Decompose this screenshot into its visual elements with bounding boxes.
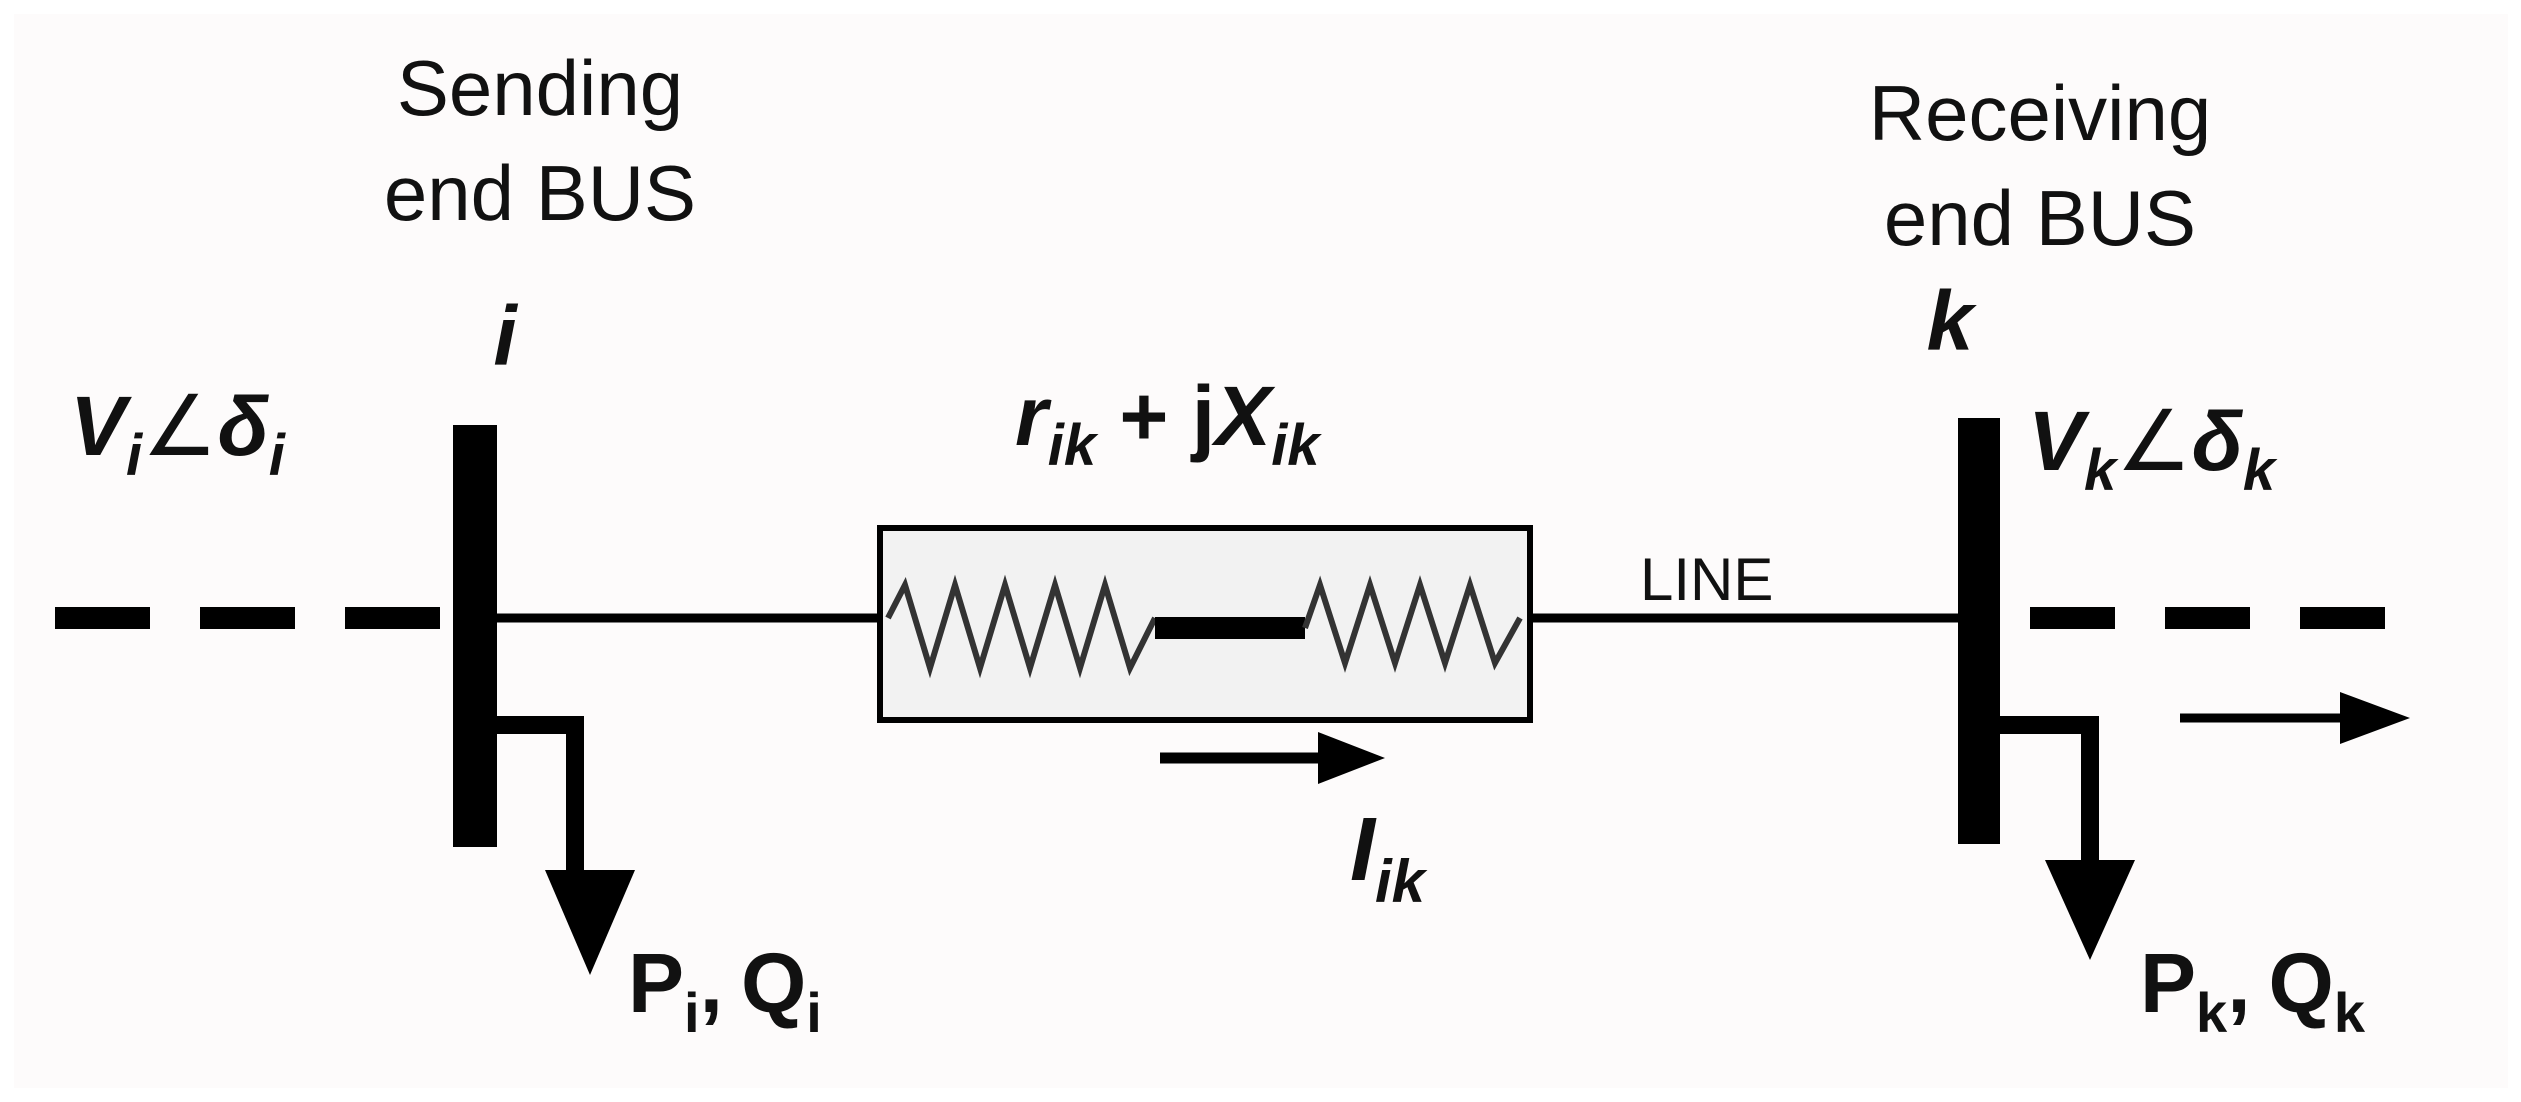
sending-voltage-symbol: V — [70, 379, 132, 473]
receiving-bus-index: k — [1927, 274, 1978, 368]
receiving-angle-symbol: ∠ — [2116, 394, 2191, 488]
receiving-power-q-sub: k — [2334, 981, 2366, 1044]
sending-delta-sub: i — [269, 423, 287, 488]
resistor-coil-left — [885, 574, 1158, 679]
current-symbol: I — [1350, 800, 1377, 900]
sending-bus-bar — [453, 425, 497, 847]
sending-delta-symbol: δ — [217, 379, 269, 473]
sending-title-line2: end BUS — [384, 149, 696, 237]
sending-power-p-sub: i — [684, 981, 700, 1044]
receiving-title-line2: end BUS — [1884, 174, 2196, 262]
sending-voltage-sub: i — [126, 423, 144, 488]
sending-load-connector — [497, 716, 584, 895]
impedance-plus-j: + j — [1096, 369, 1215, 463]
sending-power-q-sub: i — [806, 981, 822, 1044]
sending-power-q: Q — [741, 936, 806, 1030]
sending-angle-symbol: ∠ — [142, 379, 217, 473]
sending-title-line1: Sending — [397, 44, 683, 132]
sending-bus-index: i — [493, 289, 518, 383]
outgoing-arrowhead — [2340, 692, 2410, 744]
receiving-power-p-sub: k — [2196, 981, 2228, 1044]
receiving-bus-bar — [1958, 418, 2000, 844]
impedance-r-sub: ik — [1048, 413, 1099, 478]
receiving-load-connector — [2000, 716, 2099, 885]
line-label: LINE — [1640, 546, 1773, 613]
sending-power-p: P — [628, 936, 684, 1030]
impedance-label: rik + jXik — [1015, 369, 1322, 478]
receiving-power: Pk,Qk — [2140, 936, 2366, 1044]
sending-load-arrowhead — [545, 870, 635, 975]
current-arrowhead — [1318, 732, 1385, 784]
sending-voltage: Vi∠δi — [70, 379, 287, 488]
sending-power: Pi,Qi — [628, 936, 822, 1044]
receiving-voltage: Vk∠δk — [2028, 394, 2278, 503]
impedance-r: r — [1015, 369, 1052, 463]
current-sub: ik — [1375, 848, 1428, 915]
sending-power-comma: , — [700, 936, 723, 1030]
impedance-x-sub: ik — [1271, 413, 1322, 478]
receiving-load-arrowhead — [2045, 860, 2135, 960]
receiving-voltage-symbol: V — [2028, 394, 2090, 488]
impedance-x: X — [1211, 369, 1276, 463]
receiving-delta-sub: k — [2243, 438, 2278, 503]
resistor-coil-right — [1302, 575, 1523, 673]
current-label: Iik — [1350, 800, 1428, 915]
receiving-delta-symbol: δ — [2192, 394, 2244, 488]
receiving-power-comma: , — [2227, 936, 2250, 1030]
receiving-power-q: Q — [2269, 936, 2334, 1030]
receiving-voltage-sub: k — [2084, 438, 2119, 503]
receiving-power-p: P — [2140, 936, 2196, 1030]
receiving-title-line1: Receiving — [1869, 69, 2212, 157]
